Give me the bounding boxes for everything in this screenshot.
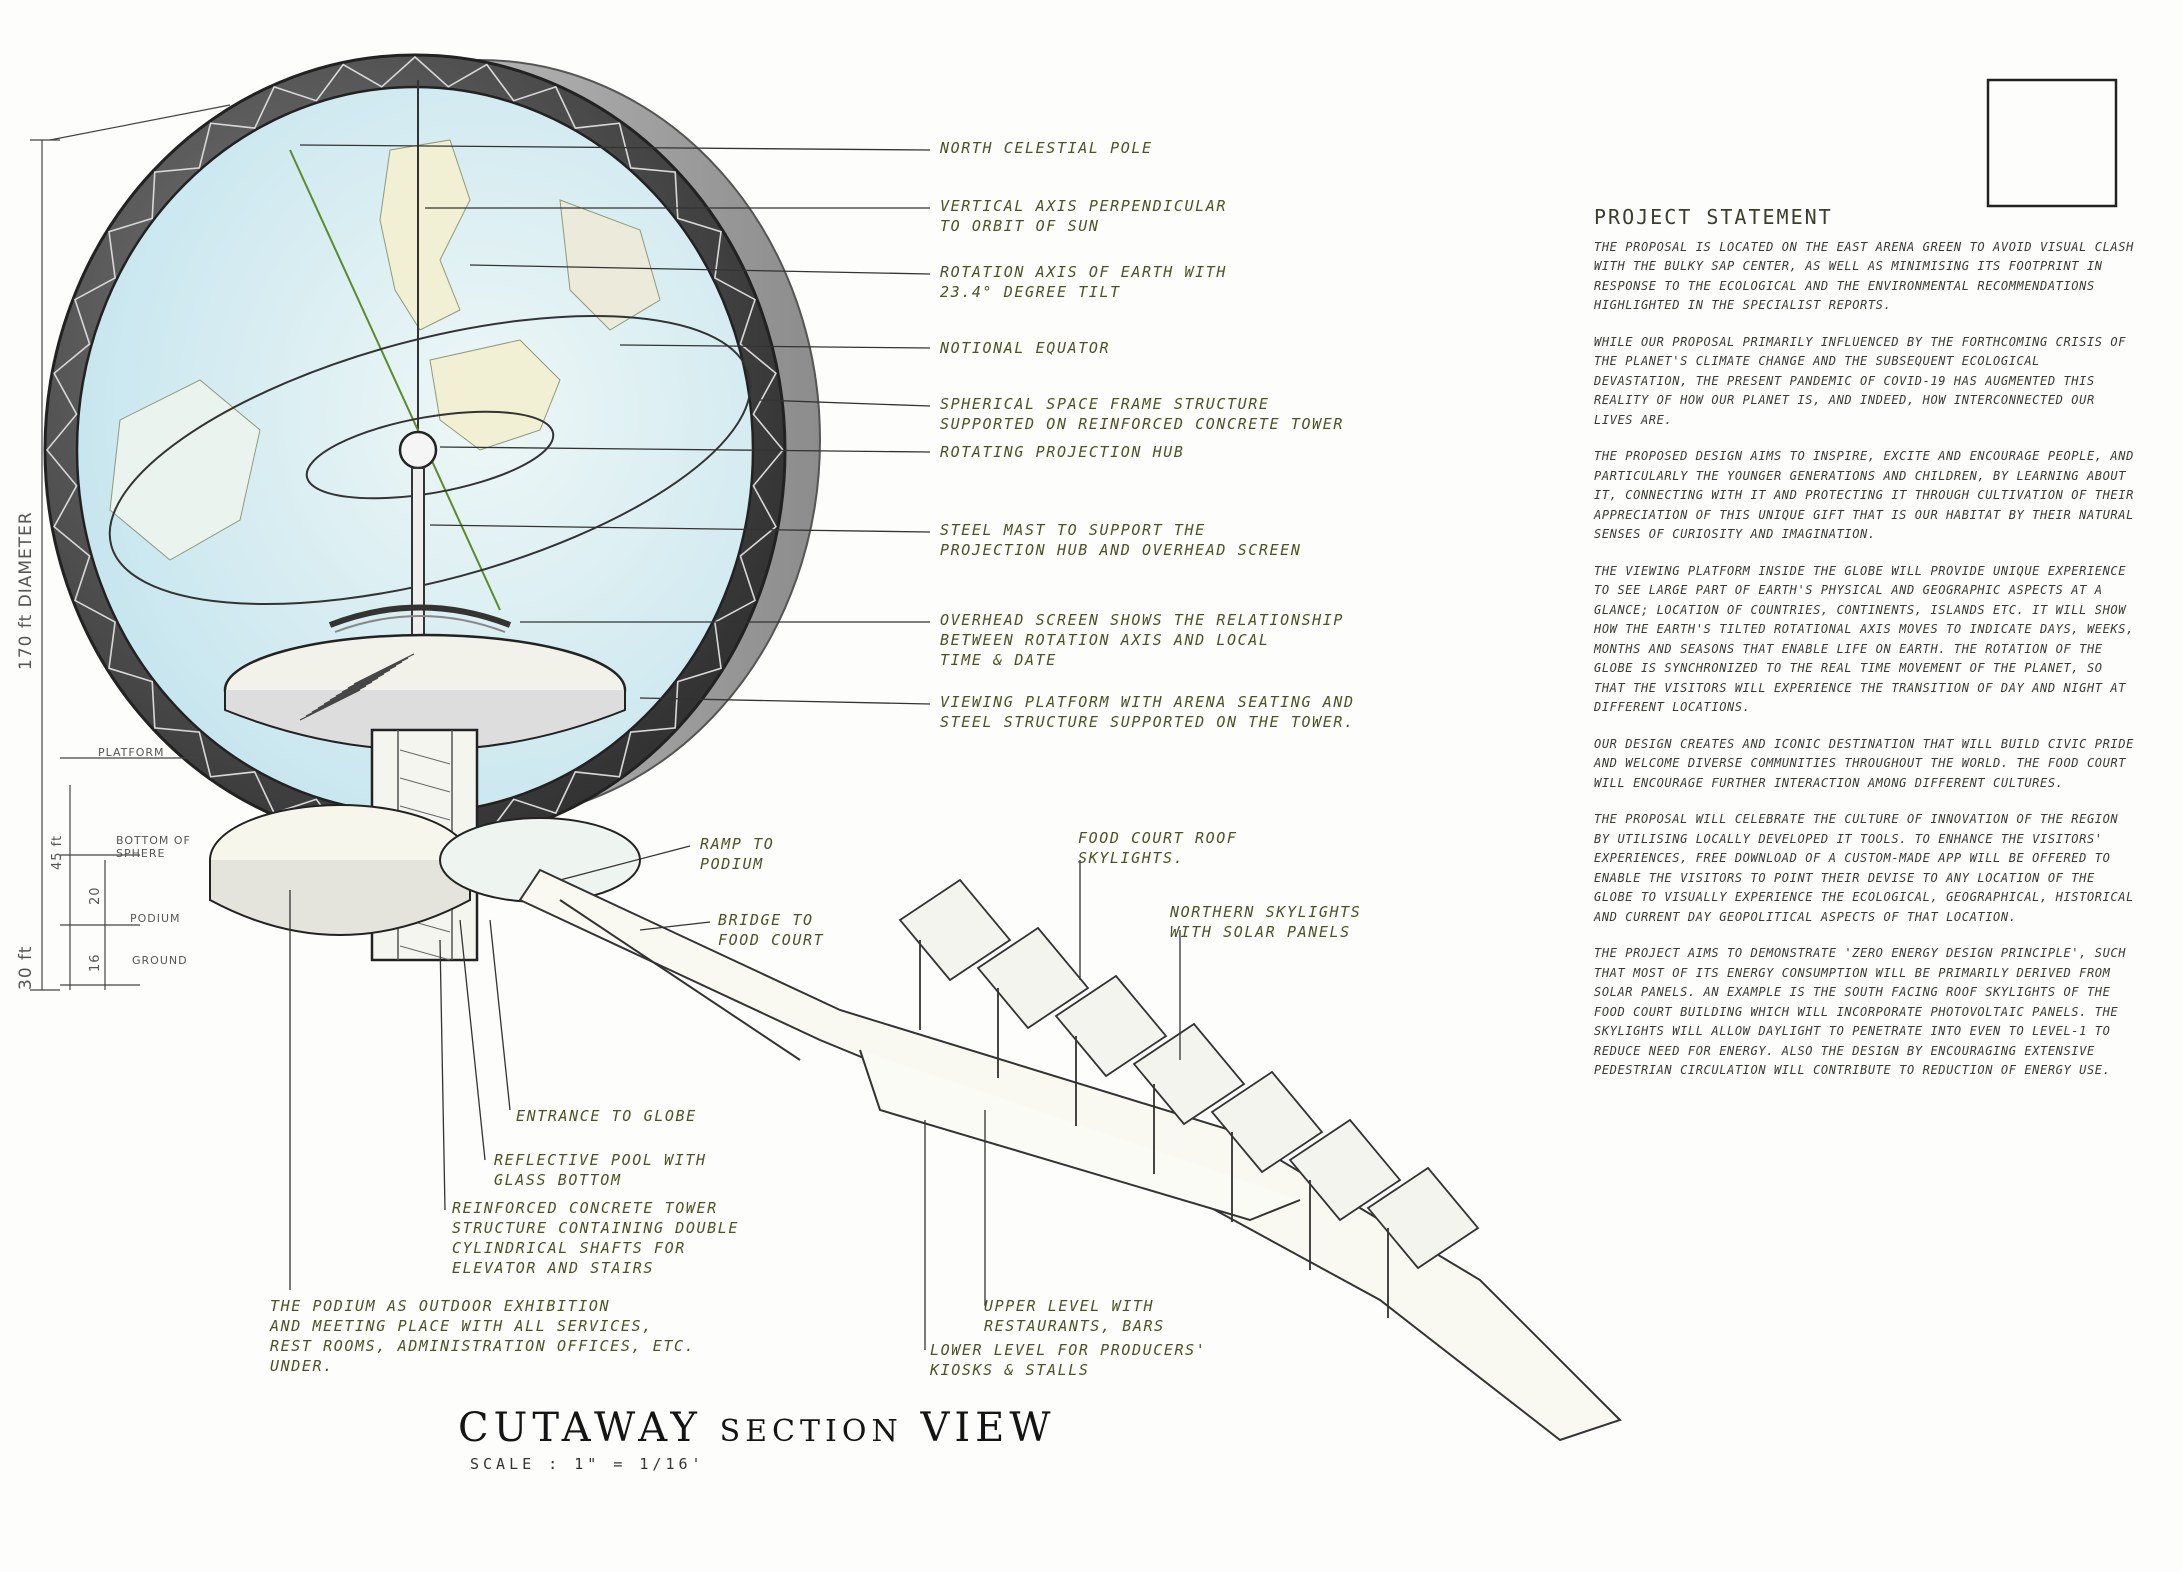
seating-step (347, 657, 409, 689)
label-food-court-roof: FOOD COURT ROOF SKYLIGHTS. (1078, 829, 1238, 867)
statement-heading: PROJECT STATEMENT (1594, 205, 1833, 229)
skylight-panel (1210, 1070, 1324, 1174)
label-viewing-platform: VIEWING PLATFORM WITH ARENA SEATING AND … (940, 693, 1355, 731)
leader-line (639, 697, 931, 705)
leader-line (459, 919, 486, 1161)
dimension-lines (30, 104, 231, 991)
dimension-height-20: 20 (88, 886, 103, 905)
seating-step (335, 665, 397, 697)
food-court-skylights (898, 878, 1480, 1318)
leader-line (469, 264, 931, 275)
statement-paragraph: The proposal will celebrate the culture … (1594, 812, 2134, 924)
label-podium: THE PODIUM AS OUTDOOR EXHIBITION AND MEE… (270, 1297, 696, 1375)
title-block: CUTAWAY SECTION VIEW SCALE : 1" = 1/16' (458, 1405, 1055, 1473)
level-ground: GROUND (132, 954, 188, 967)
label-tower: REINFORCED CONCRETE TOWER STRUCTURE CONT… (452, 1199, 740, 1277)
stair-flight (399, 749, 451, 765)
leader-line (489, 919, 511, 1111)
skylight-panel (898, 878, 1012, 982)
statement-paragraph: The viewing platform inside the globe wi… (1594, 563, 2134, 715)
stair-flight (399, 805, 451, 821)
dimension-height-16: 16 (88, 953, 103, 972)
leader-line (639, 921, 711, 931)
level-bottom-sphere: BOTTOM OF SPHERE (116, 834, 191, 860)
seating-step (317, 677, 379, 709)
level-platform: PLATFORM (98, 746, 165, 759)
stair-flight (399, 777, 451, 793)
leader-line (299, 144, 931, 151)
seating-step (299, 689, 361, 721)
leader-line (439, 939, 446, 1211)
title-main: CUTAWAY (458, 1405, 702, 1451)
label-steel-mast: STEEL MAST TO SUPPORT THE PROJECTION HUB… (940, 521, 1302, 559)
celestial-axes (108, 80, 752, 700)
stair-flight (399, 945, 451, 961)
leader-line (439, 446, 931, 453)
project-statement: PROJECT STATEMENT The proposal is locate… (1594, 205, 2134, 1098)
title-view: VIEW (920, 1405, 1056, 1451)
label-lower-level: LOWER LEVEL FOR PRODUCERS' KIOSKS & STAL… (930, 1341, 1207, 1379)
label-north-pole: NORTH CELESTIAL POLE (940, 139, 1153, 157)
skylight-panel (1132, 1022, 1246, 1126)
dimension-height-45: 45 ft (50, 834, 65, 870)
label-upper-level: UPPER LEVEL WITH RESTAURANTS, BARS (984, 1297, 1165, 1335)
drawing-title: CUTAWAY SECTION VIEW (458, 1405, 1055, 1451)
label-northern-skylights: NORTHERN SKYLIGHTS WITH SOLAR PANELS (1170, 903, 1362, 941)
label-reflective-pool: REFLECTIVE POOL WITH GLASS BOTTOM (494, 1151, 707, 1189)
bridge-to-food-court (518, 868, 1622, 1442)
statement-paragraph: The proposal is located on the East Aren… (1594, 239, 2134, 313)
annotation-leaders (289, 144, 1181, 1350)
seating-step (311, 681, 373, 713)
podium (209, 804, 641, 936)
label-bridge: BRIDGE TO FOOD COURT (718, 911, 825, 949)
label-entrance: ENTRANCE TO GLOBE (516, 1107, 697, 1125)
statement-paragraph: The project aims to demonstrate 'Zero En… (1594, 946, 2127, 1077)
sheet-furniture (1986, 78, 2118, 208)
leader-line (559, 845, 691, 881)
level-podium: PODIUM (130, 912, 181, 925)
world-map-interior (109, 139, 661, 561)
seating-step (323, 673, 385, 705)
skylight-panel (1288, 1118, 1402, 1222)
leader-line (619, 344, 931, 349)
space-frame-truss (45, 55, 784, 845)
label-vertical-axis: VERTICAL AXIS PERPENDICULAR TO ORBIT OF … (940, 197, 1228, 235)
statement-paragraph: While our proposal primarily influenced … (1594, 334, 2127, 427)
seating-step (305, 685, 367, 717)
skylight-panel (1366, 1166, 1480, 1270)
label-equator: NOTIONAL EQUATOR (940, 339, 1111, 357)
title-section: SECTION (719, 1414, 903, 1449)
leader-line (429, 524, 931, 533)
label-overhead-screen: OVERHEAD SCREEN SHOWS THE RELATIONSHIP B… (940, 611, 1344, 669)
label-projection-hub: ROTATING PROJECTION HUB (940, 443, 1185, 461)
seating-step (341, 661, 403, 693)
drawing-scale: SCALE : 1" = 1/16' (470, 1455, 705, 1473)
skylight-panel (976, 926, 1090, 1030)
label-rotation-axis: ROTATION AXIS OF EARTH WITH 23.4° DEGREE… (940, 263, 1228, 301)
statement-paragraph: Our design creates and iconic destinatio… (1594, 736, 2134, 790)
label-space-frame: SPHERICAL SPACE FRAME STRUCTURE SUPPORTE… (940, 395, 1344, 433)
space-frame-zigzag (45, 55, 784, 845)
skylight-panel (1054, 974, 1168, 1078)
viewing-platform (223, 604, 627, 751)
dimension-height-total: 30 ft (16, 945, 36, 990)
dimension-diameter: 170 ft DIAMETER (16, 511, 36, 670)
label-ramp: RAMP TO PODIUM (700, 835, 775, 873)
seating-step (329, 669, 391, 701)
seating-step (353, 653, 415, 685)
leader-line (759, 399, 931, 407)
statement-paragraph: The proposed design aims to inspire, exc… (1594, 449, 2134, 541)
